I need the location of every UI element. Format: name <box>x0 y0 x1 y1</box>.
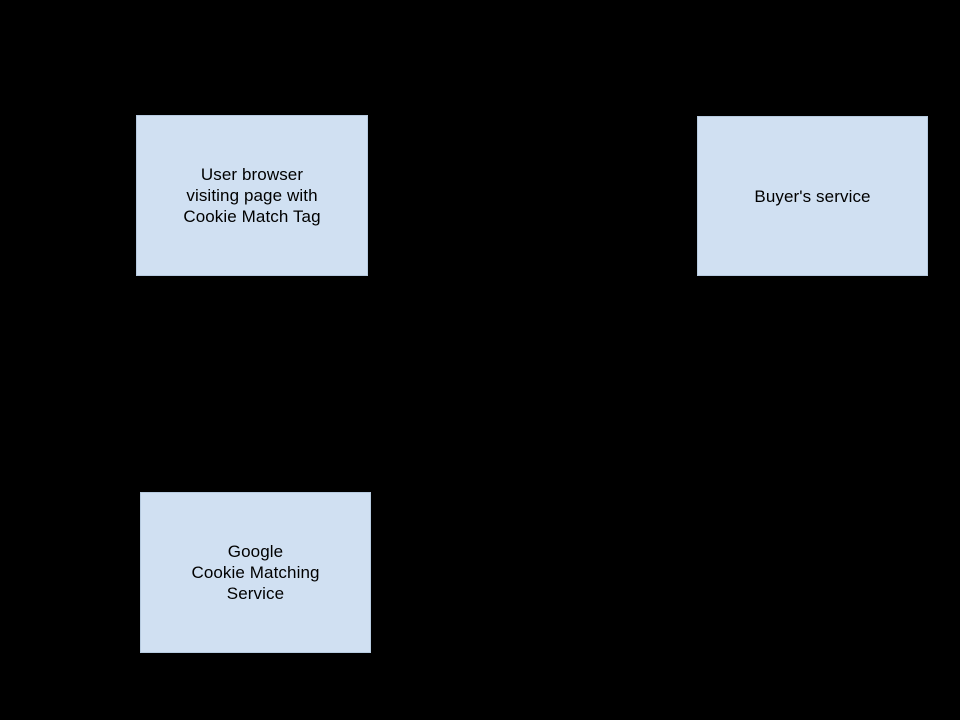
node-buyers-service-label: Buyer's service <box>754 186 871 206</box>
node-google-cookie-matching-service[interactable]: Google Cookie Matching Service <box>140 492 371 653</box>
node-user-browser[interactable]: User browser visiting page with Cookie M… <box>136 115 368 276</box>
connector-buyers-service-to-google-cms <box>378 276 813 577</box>
node-buyers-service[interactable]: Buyer's service <box>697 116 928 276</box>
connector-user-browser-to-buyers-service <box>368 191 690 201</box>
node-user-browser-label: User browser visiting page with Cookie M… <box>183 165 321 226</box>
node-google-cookie-matching-service-label: Google Cookie Matching Service <box>191 542 320 603</box>
connector-user-browser-to-google-cms <box>247 276 257 485</box>
